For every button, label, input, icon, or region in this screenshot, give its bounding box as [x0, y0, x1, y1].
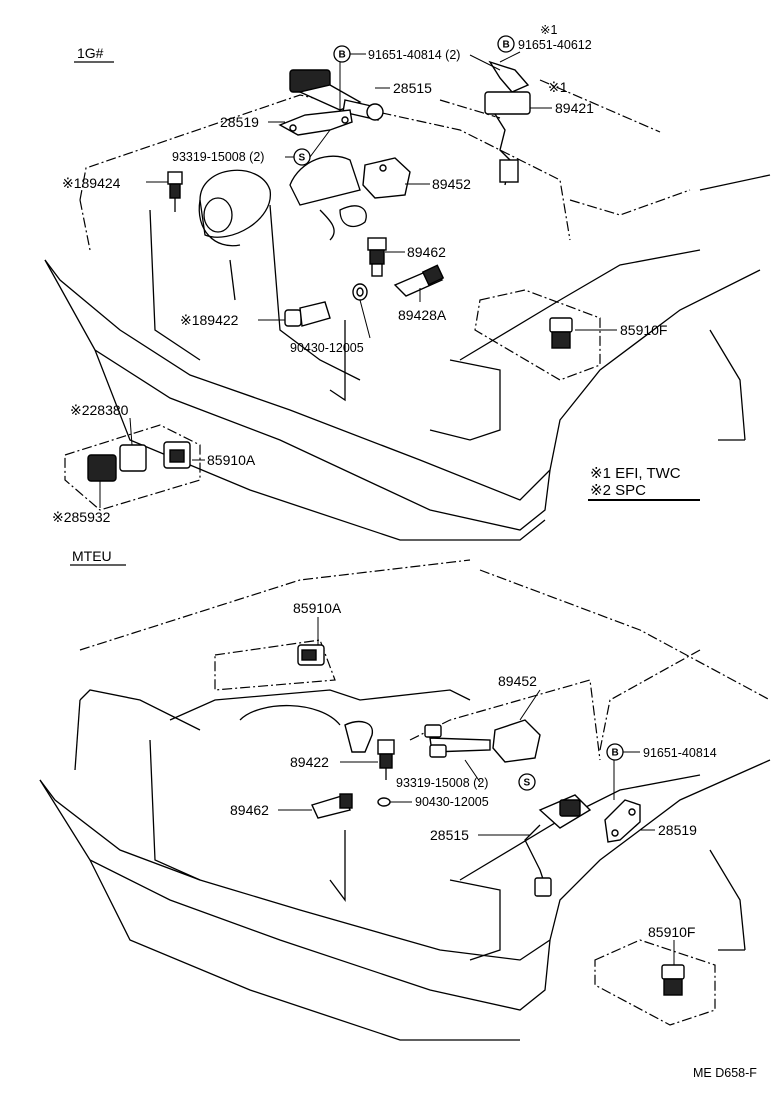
label-89462: 89462 [407, 244, 446, 260]
part-89452-top [362, 157, 411, 199]
part-28515-top [289, 69, 384, 121]
note-1: ※1 EFI, TWC [590, 465, 681, 482]
leaders-top [99, 51, 617, 508]
label-28515-bottom: 28515 [430, 827, 469, 843]
label-85910f-bottom: 85910F [648, 924, 695, 940]
part-89422-top [284, 301, 331, 327]
screw-marker-s-top: S [293, 148, 311, 166]
label-85910f: 85910F [620, 322, 667, 338]
svg-text:B: B [612, 748, 619, 759]
svg-text:B: B [503, 40, 510, 51]
label-85910a-bottom: 85910A [293, 600, 342, 616]
part-89452-bottom [424, 719, 541, 763]
label-mark-1b: ※1 [548, 79, 568, 95]
label-mark-1a: ※1 [540, 23, 557, 37]
section-title-top: 1G# [77, 45, 104, 61]
part-28519-bottom [604, 799, 641, 843]
label-85932: ※285932 [52, 509, 111, 525]
part-89462-bottom [311, 793, 353, 819]
washer-bottom [377, 797, 391, 807]
top-section: 1G# [44, 23, 771, 541]
label-90430-12005: 90430-12005 [290, 341, 364, 355]
label-89452-bottom: 89452 [498, 673, 537, 689]
label-89428a: 89428A [398, 307, 447, 323]
label-28519: 28519 [220, 114, 259, 130]
label-93319-15008-2: 93319-15008 (2) [172, 150, 264, 164]
label-91651-40814-2: 91651-40814 (2) [368, 48, 460, 62]
label-89421: 89421 [555, 100, 594, 116]
bolt-marker-b-2: B [497, 35, 515, 53]
label-89424: ※189424 [62, 175, 121, 191]
label-93319-15008-2-bottom: 93319-15008 (2) [396, 776, 488, 790]
svg-text:S: S [299, 153, 306, 164]
svg-text:B: B [339, 50, 346, 61]
engine-bay-outline-bottom [39, 559, 771, 1041]
label-89422-bottom: 89422 [290, 754, 329, 770]
bolt-marker-b-bottom: B [606, 743, 624, 761]
part-85910f-bottom [594, 939, 716, 1026]
footer-code: ME D658-F [693, 1066, 757, 1080]
leaders-bottom [278, 617, 675, 965]
label-91651-40814-bottom: 91651-40814 [643, 746, 717, 760]
label-28380: ※228380 [70, 402, 129, 418]
screw-marker-s-bottom: S [518, 773, 536, 791]
note-2: ※2 SPC [590, 482, 646, 499]
part-28515-bottom [524, 794, 592, 897]
label-90430-12005-bottom: 90430-12005 [415, 795, 489, 809]
section-title-bottom: MTEU [72, 548, 112, 564]
bolt-marker-b-1: B [333, 45, 351, 63]
part-89424-top [167, 171, 183, 212]
part-89462-top [367, 237, 387, 277]
part-89421-top [484, 60, 531, 186]
part-28519-top [278, 109, 353, 136]
label-89462-bottom: 89462 [230, 802, 269, 818]
part-85910a-bottom [297, 644, 325, 666]
label-28515: 28515 [393, 80, 432, 96]
engine-bay-outline-top [44, 79, 771, 541]
label-91651-40612: 91651-40612 [518, 38, 592, 52]
svg-text:S: S [524, 778, 531, 789]
label-89422: ※189422 [180, 312, 239, 328]
label-85910a: 85910A [207, 452, 256, 468]
relay-group-top [64, 424, 201, 511]
washer-top [352, 283, 368, 301]
label-28519-bottom: 28519 [658, 822, 697, 838]
part-85910f-top [474, 289, 601, 381]
label-89452: 89452 [432, 176, 471, 192]
part-89422-bottom [344, 720, 395, 780]
part-89428a-top [393, 264, 445, 297]
bottom-section: MTEU [39, 548, 771, 1041]
